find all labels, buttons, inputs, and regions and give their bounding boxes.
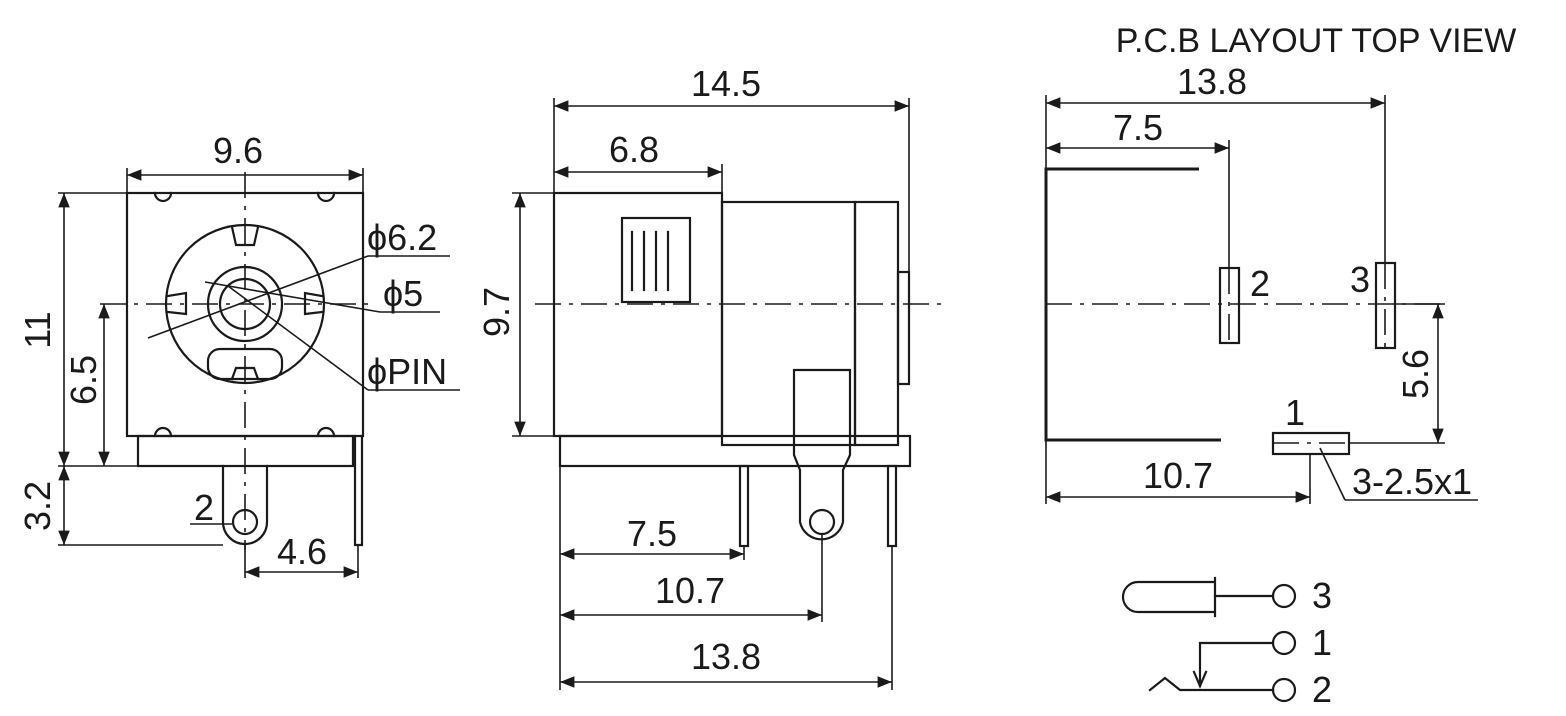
dim-center-height-label: 6.5 — [63, 355, 104, 405]
dim-pin1-pos-label: 7.5 — [627, 513, 677, 554]
dim-pcb-pin2-x-label: 7.5 — [1113, 107, 1163, 148]
switch-arrow — [1192, 670, 1208, 689]
diameter-pin-label: ϕPIN — [367, 351, 447, 392]
front-pin-2 — [221, 464, 269, 546]
pcb-layout-title: P.C.B LAYOUT TOP VIEW — [1116, 22, 1517, 60]
side-base — [558, 434, 912, 468]
side-body-mid — [720, 200, 857, 447]
front-notch — [153, 191, 173, 203]
dim-pcb-pin1-x-label: 10.7 — [1143, 455, 1213, 496]
key-tab-top — [230, 225, 260, 247]
side-pin-1 — [738, 464, 750, 548]
side-pin-3 — [886, 464, 898, 548]
front-notch — [316, 426, 336, 438]
wire-1 — [1198, 641, 1275, 688]
front-pin-label: 2 — [194, 487, 214, 528]
dim-pin-offset-label: 4.6 — [277, 531, 327, 572]
side-pin-tab-hole — [808, 508, 836, 536]
side-latch-window — [620, 216, 692, 304]
schematic-pin-label: 1 — [1312, 622, 1332, 663]
side-front-part — [552, 191, 724, 438]
pcb-pin3-label: 3 — [1350, 259, 1370, 300]
key-tab-left — [166, 291, 188, 316]
front-view: 9.6 11 6.5 3.2 4.6 2 ϕ6.2 ϕ5 ϕPIN — [17, 130, 460, 578]
front-pin-side — [353, 434, 364, 547]
side-view: 14.5 6.8 9.7 7.5 10.7 13.8 — [476, 63, 945, 690]
side-rear-tab — [896, 270, 911, 386]
leader-d62 — [147, 255, 369, 339]
terminal-2 — [1271, 677, 1297, 703]
side-body-rear — [853, 200, 900, 447]
schematic-pin-label: 3 — [1312, 575, 1332, 616]
front-notch — [153, 426, 173, 438]
dim-width-label: 9.6 — [213, 130, 263, 171]
dim-pcb-total-label: 13.8 — [1177, 61, 1247, 102]
pcb-slot-note: 3-2.5x1 — [1352, 461, 1472, 502]
dim-front-part-label: 6.8 — [609, 129, 659, 170]
terminal-1 — [1271, 630, 1297, 656]
schematic-pin-label: 2 — [1312, 669, 1332, 710]
leader-dpin — [227, 285, 369, 391]
pcb-layout: P.C.B LAYOUT TOP VIEW 13.8 7.5 10.7 — [1044, 22, 1517, 504]
leader-slot-note — [1319, 447, 1346, 501]
diameter-inner-label: ϕ5 — [383, 273, 423, 314]
dim-height-label: 11 — [17, 311, 58, 348]
side-pin-tab — [792, 368, 852, 541]
plug-symbol — [1121, 580, 1215, 614]
dim-side-length-label: 14.5 — [691, 63, 761, 104]
dim-pcb-pin-y-label: 5.6 — [1395, 349, 1436, 399]
front-notch — [316, 191, 336, 203]
jack-schematic: 3 1 2 — [1121, 575, 1332, 710]
terminal-3 — [1271, 583, 1297, 609]
front-pin-2-hole — [231, 508, 259, 536]
pcb-pin1-label: 1 — [1285, 392, 1305, 433]
dim-pin-length-label: 3.2 — [17, 481, 58, 531]
diameter-outer-label: ϕ6.2 — [367, 217, 437, 258]
pcb-pin2-label: 2 — [1250, 263, 1270, 304]
wire-2 — [1148, 676, 1275, 692]
dim-side-height-label: 9.7 — [476, 287, 517, 337]
leader-d5 — [204, 281, 381, 313]
dim-pin3-pos-label: 13.8 — [691, 636, 761, 677]
dim-pin2-pos-label: 10.7 — [655, 570, 725, 611]
